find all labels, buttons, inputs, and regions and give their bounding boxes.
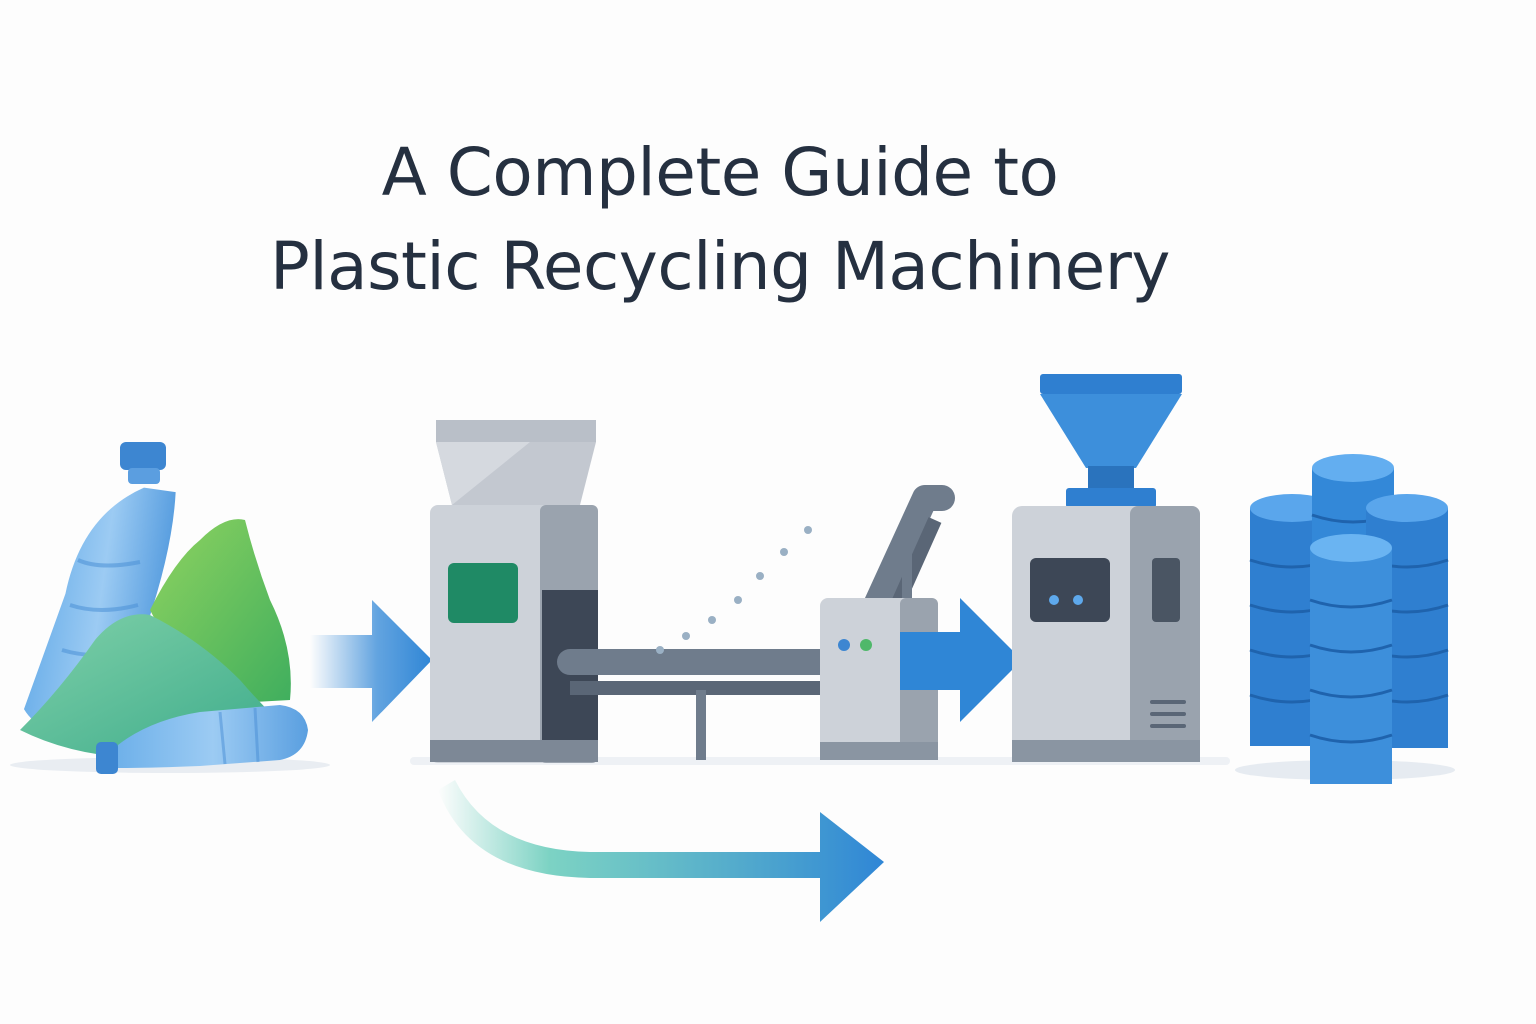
fallen-bottle-icon xyxy=(96,705,308,774)
indicator-light xyxy=(838,639,850,651)
plastic-flakes xyxy=(656,526,812,654)
extruder-machine-icon xyxy=(1012,374,1200,762)
control-screen xyxy=(1030,558,1110,622)
indicator-light xyxy=(860,639,872,651)
title-line-2: Plastic Recycling Machinery xyxy=(270,228,1170,306)
plastic-waste-pile-icon xyxy=(20,442,308,774)
flow-arrow-icon xyxy=(438,780,884,922)
pellet-column xyxy=(1309,534,1393,784)
shredder-window xyxy=(448,563,518,623)
shredder-machine-icon xyxy=(430,420,598,763)
page-title: A Complete Guide to Plastic Recycling Ma… xyxy=(0,126,1440,314)
title-line-1: A Complete Guide to xyxy=(381,134,1059,212)
flow-arrow-icon xyxy=(310,600,432,722)
flow-arrow-icon xyxy=(900,598,1022,722)
pellet-stack-icon xyxy=(1249,454,1449,784)
standing-bottle-icon xyxy=(23,442,176,739)
